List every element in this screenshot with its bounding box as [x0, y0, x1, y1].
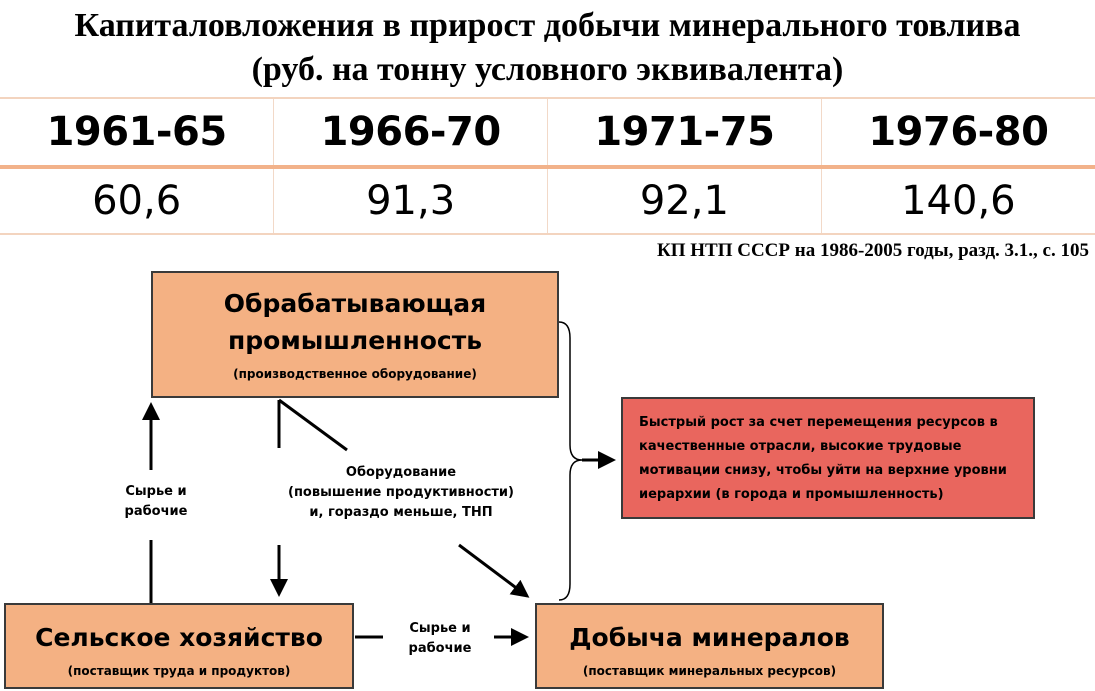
arrow-manuf-to-mining-upper [278, 398, 348, 452]
agriculture-title: Сельское хозяйство [35, 623, 323, 652]
agriculture-subtitle: (поставщик труда и продуктов) [67, 664, 291, 678]
period-header-3: 1971-75 [547, 98, 822, 167]
title-line-2: (руб. на тонну условного эквивалента) [251, 51, 844, 88]
equipment-line-3: и, гораздо меньше, ТНП [309, 505, 493, 520]
equipment-label: Оборудование (повышение продуктивности) … [256, 463, 546, 523]
growth-line-2: качественные отрасли, высокие трудовые [639, 439, 962, 454]
investment-table: 1961-65 1966-70 1971-75 1976-80 60,6 91,… [0, 97, 1095, 235]
value-cell-3: 92,1 [547, 167, 822, 234]
value-cell-1: 60,6 [0, 167, 275, 234]
equipment-line-2: (повышение продуктивности) [288, 485, 514, 500]
growth-box: Быстрый рост за счет перемещения ресурсо… [621, 397, 1035, 519]
raw-bottom-line-1: Сырье и [409, 621, 471, 636]
mining-title: Добыча минералов [569, 623, 850, 652]
source-citation: КП НТП СССР на 1986-2005 годы, разд. 3.1… [656, 240, 1089, 261]
raw-left-line-1: Сырье и [125, 484, 187, 499]
table-header-row: 1961-65 1966-70 1971-75 1976-80 [0, 98, 1095, 167]
raw-bottom-line-2: рабочие [408, 641, 472, 656]
growth-line-3: мотивации снизу, чтобы уйти на верхние у… [639, 463, 1007, 478]
period-header-4: 1976-80 [820, 98, 1095, 167]
brace-connector [558, 321, 583, 601]
growth-line-4: иерархии (в города и промышленность) [639, 487, 944, 502]
value-cell-2: 91,3 [273, 167, 548, 234]
raw-materials-label-left: Сырье и рабочие [106, 482, 206, 522]
table-row: 60,6 91,3 92,1 140,6 [0, 167, 1095, 234]
agriculture-box: Сельское хозяйство (поставщик труда и пр… [4, 603, 354, 689]
manufacturing-box: Обрабатывающая промышленность (производс… [151, 271, 559, 398]
manufacturing-title-line-1: Обрабатывающая [223, 289, 487, 318]
mining-box: Добыча минералов (поставщик минеральных … [535, 603, 884, 689]
raw-left-line-2: рабочие [124, 504, 188, 519]
value-cell-4: 140,6 [820, 167, 1095, 234]
manufacturing-subtitle: (производственное оборудование) [233, 367, 477, 381]
manufacturing-title-line-2: промышленность [227, 326, 483, 355]
arrow-manuf-to-mining-lower [458, 543, 530, 598]
page-title: Капиталовложения в прирост добычи минера… [0, 4, 1095, 92]
period-header-1: 1961-65 [0, 98, 275, 167]
mining-subtitle: (поставщик минеральных ресурсов) [582, 664, 837, 678]
raw-materials-label-bottom: Сырье и рабочие [390, 619, 490, 659]
equipment-line-1: Оборудование [345, 465, 457, 480]
period-header-2: 1966-70 [273, 98, 548, 167]
title-line-1: Капиталовложения в прирост добычи минера… [74, 7, 1021, 44]
growth-line-1: Быстрый рост за счет перемещения ресурсо… [639, 415, 998, 430]
